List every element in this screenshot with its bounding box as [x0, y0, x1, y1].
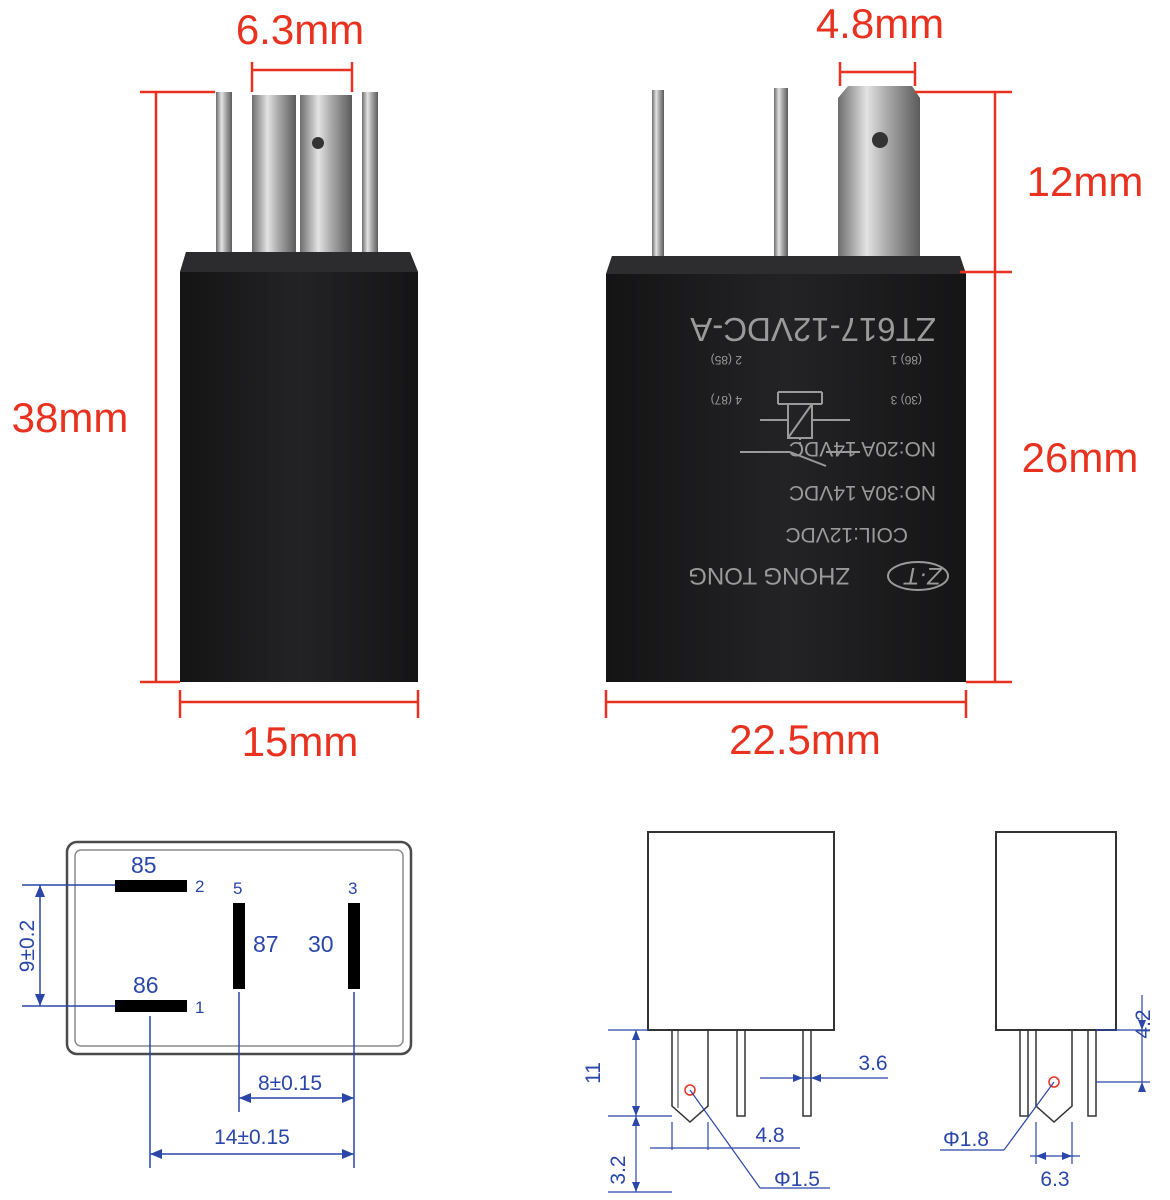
dim-length: 22.5mm [729, 716, 881, 763]
pin-30-num: 3 [348, 879, 357, 898]
pin-87-bar [233, 903, 245, 989]
dim-terminal-width: 6.3mm [236, 6, 364, 53]
pin-hole-front [872, 132, 888, 148]
dim-3-2: 3.2 [607, 1155, 630, 1184]
relay-printed-label: ZT617-12VDC-A (86) 1 2 (85) (30) 3 4 (87… [688, 311, 949, 591]
label-pin-30: (30) 3 [890, 393, 922, 407]
dim-height-total: 38mm [12, 394, 129, 441]
pin-hole [312, 137, 324, 149]
dim-body-height: 26mm [1022, 434, 1139, 481]
pin-wide-front [838, 86, 920, 272]
relay-photo-side [180, 92, 418, 682]
left-photo-dimensions [140, 62, 420, 718]
pin-thin-left [216, 92, 232, 262]
dim-width: 15mm [242, 718, 359, 765]
relay-body-front [606, 256, 966, 682]
label-no-20a: NO:20A 14VDC [789, 437, 936, 460]
side-view-drawing-2: 4.2 Φ1.8 6.3 [940, 831, 1155, 1191]
pin-layout-drawing: 85 2 86 1 5 87 3 30 9±0.2 8±0.15 14±0.15 [16, 840, 413, 1168]
pin-wide-right [300, 95, 352, 265]
label-brand: ZHONG TONG [688, 562, 850, 589]
pin-thin-right [362, 92, 378, 262]
dim-14: 14±0.15 [214, 1126, 290, 1149]
pin-thin-1 [652, 90, 664, 270]
label-no-30a: NO:30A 14VDC [789, 481, 936, 504]
pin-86-label: 86 [133, 972, 159, 998]
label-pin-85: 2 (85) [711, 353, 742, 367]
pin-86-num: 1 [195, 998, 204, 1017]
pin-30-label: 30 [308, 931, 334, 957]
dim-6-3: 6.3 [1040, 1168, 1069, 1191]
pin-30-bar [348, 903, 360, 989]
label-pin-86: (86) 1 [890, 353, 922, 367]
dim-phi-1-8: Φ1.8 [943, 1128, 989, 1151]
dim-phi-1-5: Φ1.5 [774, 1168, 820, 1191]
pin-85-bar [115, 880, 187, 892]
dim-11: 11 [582, 1062, 605, 1084]
relay-photo-front [606, 86, 966, 682]
dim-9-vertical: 9±0.2 [16, 920, 39, 972]
pin-thin-2 [774, 88, 788, 272]
brand-logo: Z·T [902, 562, 943, 589]
relay-body-top [180, 252, 418, 272]
label-model: ZT617-12VDC-A [690, 311, 936, 348]
pin-85-label: 85 [131, 852, 157, 878]
dim-pin-length: 12mm [1027, 158, 1144, 205]
dim-terminal-width-right: 4.8mm [816, 0, 944, 47]
label-coil: COIL:12VDC [785, 523, 908, 546]
dim-4-2: 4.2 [1132, 1009, 1155, 1038]
pin-85-num: 2 [195, 877, 204, 896]
dim-4-8: 4.8 [755, 1124, 784, 1147]
label-pin-87: 4 (87) [711, 393, 742, 407]
dim-8: 8±0.15 [258, 1072, 322, 1095]
right-photo-dimensions [604, 62, 1012, 718]
pin-86-bar [115, 1000, 187, 1012]
pin-wide-left [252, 95, 296, 265]
pin-87-label: 87 [253, 931, 279, 957]
dim-3-6: 3.6 [858, 1052, 887, 1075]
relay-schematic-symbol [740, 391, 860, 467]
side-view-drawing-1: 11 3.6 4.8 3.2 Φ1.5 [582, 831, 888, 1193]
relay-body-side [180, 252, 418, 682]
pin-87-num: 5 [233, 879, 242, 898]
